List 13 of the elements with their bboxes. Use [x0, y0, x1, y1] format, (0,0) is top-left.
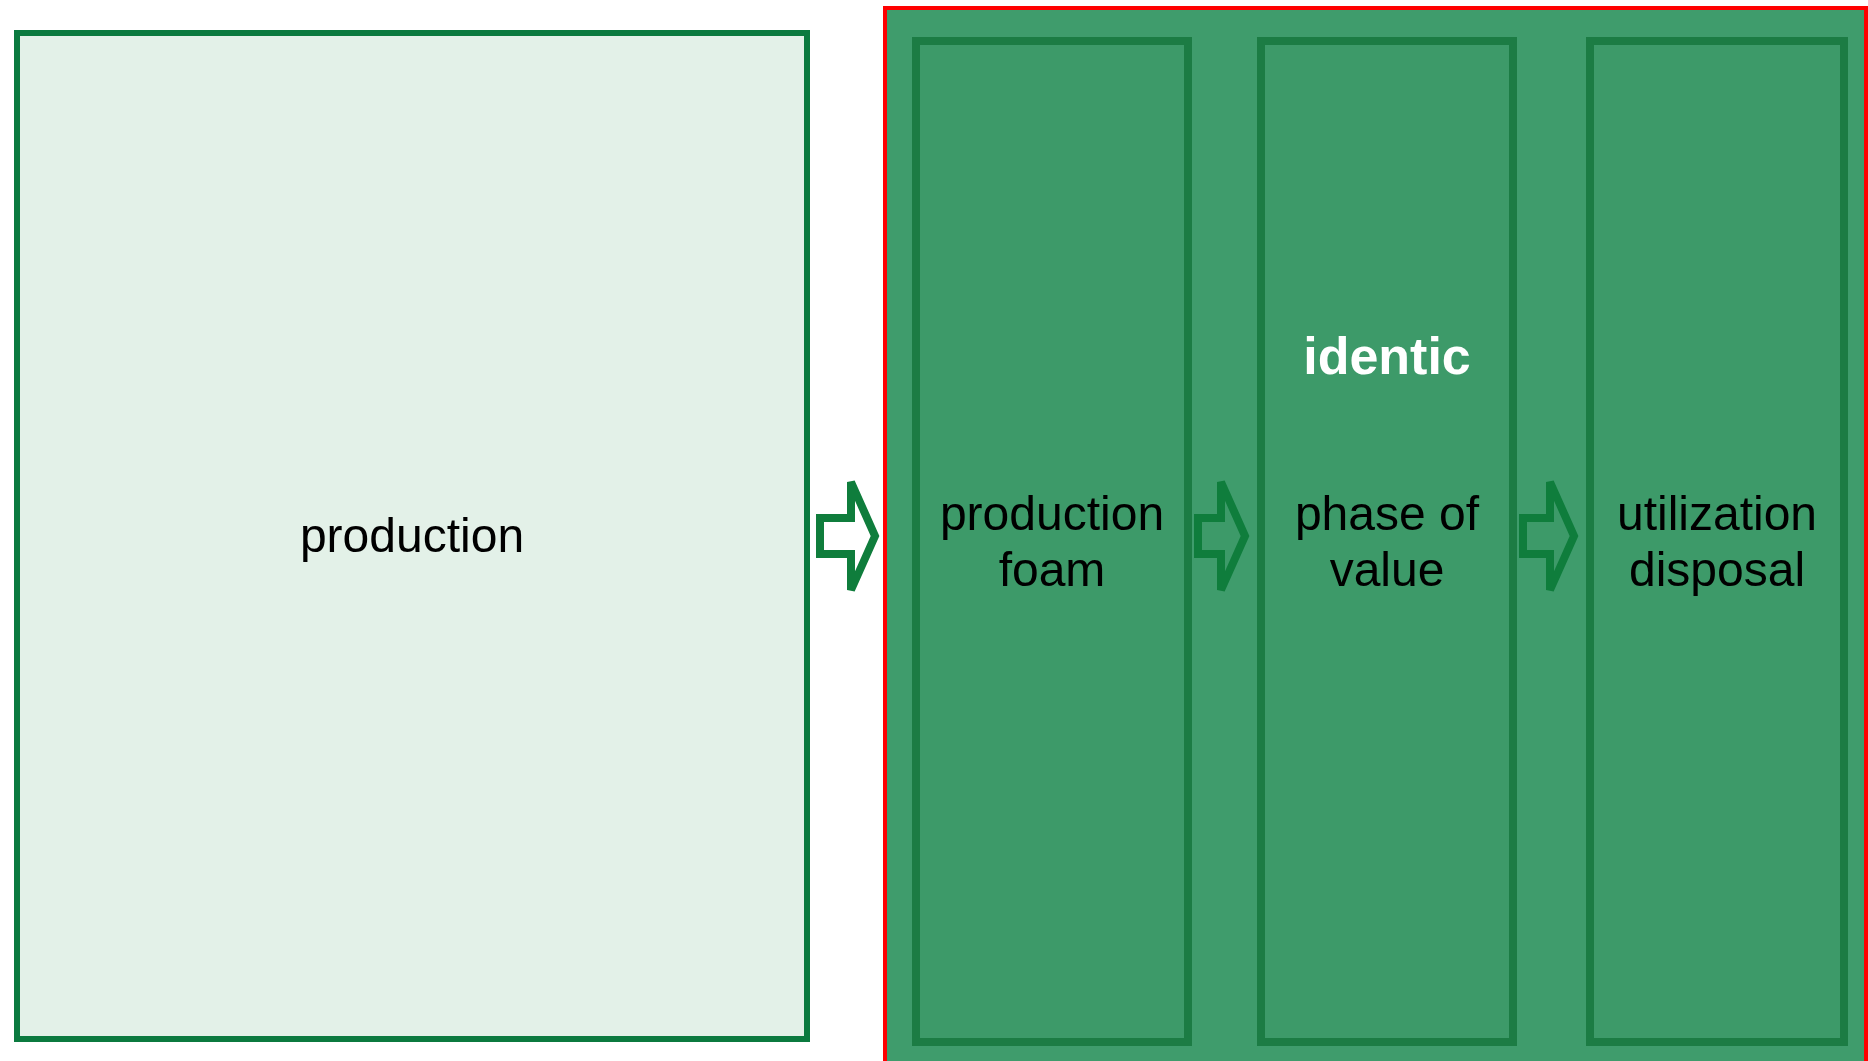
stage-label: utilization disposal [1615, 485, 1819, 598]
stage-label: production [298, 508, 526, 564]
heading-text: identic [1302, 327, 1472, 384]
stage-box [1586, 37, 1848, 1046]
stage-box [912, 37, 1192, 1046]
block-arrow [1519, 478, 1579, 594]
stage-label: production foam [938, 485, 1166, 598]
group-panel [883, 6, 1868, 1061]
stage-label: phase of value [1293, 485, 1481, 598]
stage-box [14, 30, 810, 1042]
stage-box [1257, 37, 1517, 1046]
block-arrow [816, 478, 880, 594]
block-arrow [1194, 478, 1250, 594]
